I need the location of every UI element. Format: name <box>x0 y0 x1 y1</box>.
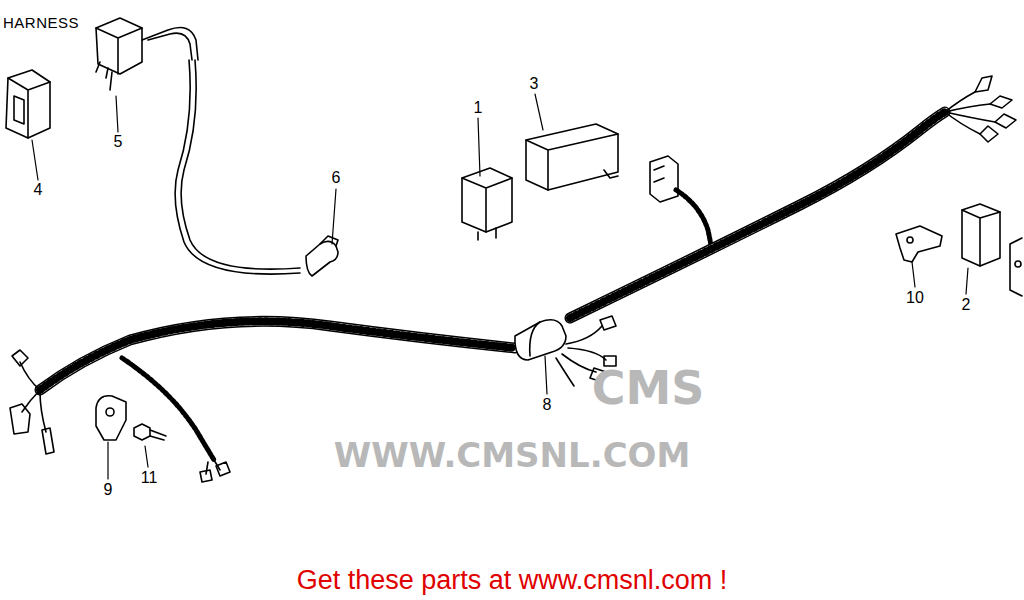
cdi-unit <box>526 124 618 190</box>
callout-number: 11 <box>141 470 158 486</box>
caption-text: Get these parts at www.cmsnl.com ! <box>297 565 728 596</box>
callout-number: 5 <box>114 134 123 150</box>
spark-plug-cap <box>306 236 338 276</box>
wire-harness <box>10 76 1016 482</box>
connector-plug <box>650 156 712 250</box>
callout-number: 3 <box>530 76 539 92</box>
callout-number: 10 <box>906 290 924 306</box>
ignition-coil <box>96 18 300 274</box>
watermark-logo: CMS <box>592 361 705 415</box>
bracket-part <box>896 226 942 262</box>
leader-lines <box>32 94 968 479</box>
callout-number: 6 <box>332 170 341 186</box>
callout-number: 2 <box>962 297 971 313</box>
partial-part <box>1010 238 1022 296</box>
diagram-title: HARNESS <box>3 14 79 31</box>
harness-clip <box>96 396 126 440</box>
relay-part <box>462 168 512 240</box>
callout-number: 8 <box>543 397 552 413</box>
rubber-mount <box>962 204 1000 266</box>
bolt-part <box>134 424 166 440</box>
callout-number: 9 <box>104 482 113 498</box>
coil-cover <box>6 70 50 138</box>
callout-number: 1 <box>474 100 483 116</box>
watermark-url: WWW.CMSNL.COM <box>334 435 691 475</box>
callout-number: 4 <box>34 182 43 198</box>
